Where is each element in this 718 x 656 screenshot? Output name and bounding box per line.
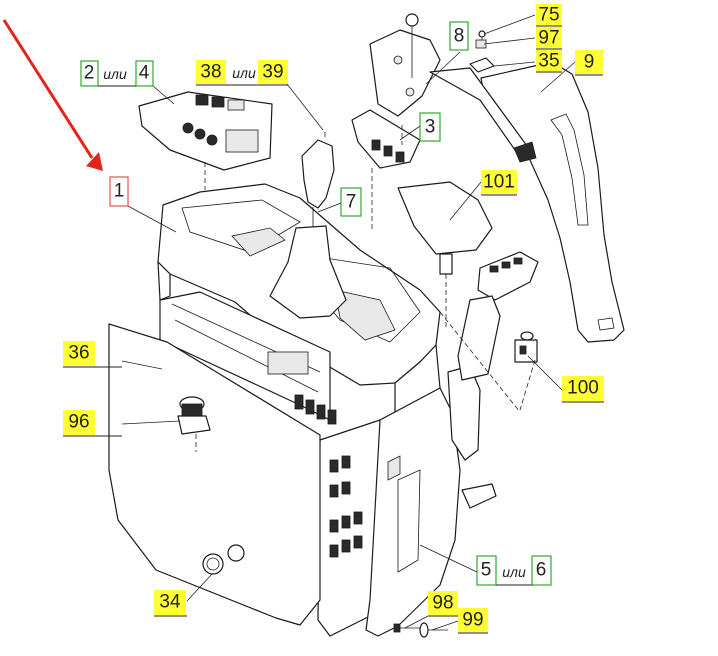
label-7-box bbox=[340, 187, 362, 217]
label-6: 6 bbox=[536, 560, 547, 581]
label-96: 96 bbox=[68, 412, 89, 433]
label-75: 75 bbox=[538, 5, 559, 26]
switch-block bbox=[351, 109, 421, 169]
label-1: 1 bbox=[114, 181, 125, 202]
label-5: 5 bbox=[481, 560, 492, 581]
console-frame bbox=[159, 291, 383, 637]
part-labels: 75 97 35 9 8 2 или 4 38 или 39 3 bbox=[63, 4, 604, 634]
label-99-box bbox=[458, 608, 488, 632]
label-39: 39 bbox=[262, 62, 283, 83]
or-word-2-4: или bbox=[103, 66, 127, 82]
armrest-pad bbox=[397, 181, 493, 275]
label-9-box bbox=[575, 50, 603, 74]
label-2-box bbox=[80, 60, 99, 87]
label-39-box bbox=[258, 60, 288, 84]
joystick-lever bbox=[269, 139, 347, 319]
label-4-box bbox=[135, 60, 154, 87]
label-97-box bbox=[536, 27, 562, 48]
label-38-box bbox=[196, 60, 226, 84]
label-96-box bbox=[63, 410, 95, 435]
label-8-box bbox=[449, 21, 469, 51]
label-5-box bbox=[476, 555, 497, 586]
label-3: 3 bbox=[425, 117, 436, 138]
label-35-box bbox=[536, 50, 562, 71]
label-35: 35 bbox=[538, 51, 559, 72]
label-100-box bbox=[562, 376, 604, 401]
label-97: 97 bbox=[538, 28, 559, 49]
connector-plug bbox=[514, 331, 538, 363]
label-101-box bbox=[481, 170, 517, 194]
label-7: 7 bbox=[346, 192, 357, 213]
emergency-stop-button bbox=[177, 396, 211, 435]
label-98-box bbox=[428, 591, 458, 615]
red-indicator-arrow bbox=[2, 19, 103, 171]
label-38: 38 bbox=[200, 62, 221, 83]
label-8: 8 bbox=[454, 26, 465, 47]
label-101: 101 bbox=[483, 172, 515, 193]
or-word-38-39: или bbox=[232, 65, 256, 81]
multifunction-handle bbox=[457, 251, 539, 381]
screw-hardware bbox=[393, 622, 448, 638]
label-98: 98 bbox=[432, 593, 453, 614]
label-6-box bbox=[531, 555, 552, 586]
label-3-box bbox=[419, 112, 441, 142]
fastener-hardware bbox=[469, 30, 495, 73]
label-99: 99 bbox=[462, 610, 483, 631]
label-36: 36 bbox=[68, 343, 89, 364]
mounting-bracket bbox=[369, 13, 537, 163]
label-1-box bbox=[109, 176, 129, 207]
or-word-5-6: или bbox=[502, 564, 526, 580]
label-36-box bbox=[63, 341, 95, 366]
control-panel-module bbox=[138, 91, 273, 171]
front-panel bbox=[108, 323, 321, 626]
label-9: 9 bbox=[584, 52, 595, 73]
assembly-guide-lines bbox=[195, 125, 536, 452]
armrest-part bbox=[480, 61, 625, 343]
label-34: 34 bbox=[159, 592, 181, 613]
label-2: 2 bbox=[84, 63, 95, 84]
side-panel bbox=[365, 365, 497, 637]
label-34-box bbox=[154, 590, 186, 615]
label-100: 100 bbox=[567, 378, 599, 399]
label-4: 4 bbox=[139, 63, 150, 84]
leader-lines bbox=[121, 14, 576, 631]
label-75-box bbox=[536, 4, 562, 25]
